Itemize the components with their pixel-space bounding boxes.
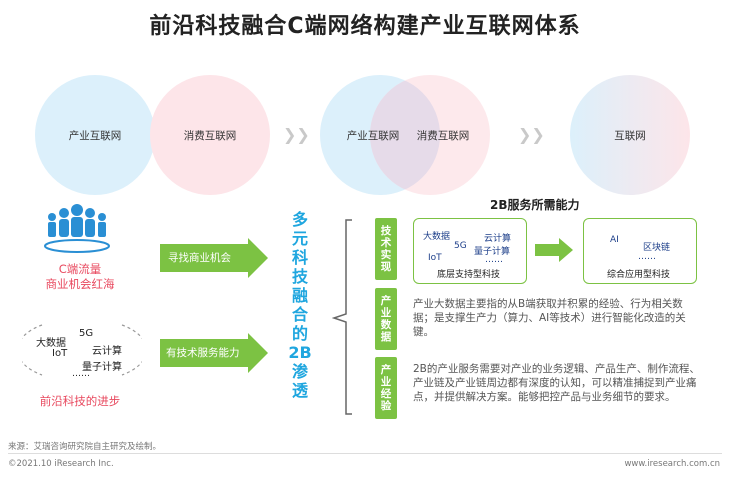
multi-char: 多: [291, 210, 308, 229]
tech-word-5g: 5G: [79, 328, 94, 339]
multi-char: 渗: [291, 362, 308, 381]
circle-consumer-internet: [150, 75, 270, 195]
box1-quantum: 量子计算: [474, 247, 511, 257]
people-group-icon: [44, 204, 110, 253]
box1-bigdata: 大数据: [423, 232, 451, 242]
tech-dashed-ellipse: [22, 324, 142, 376]
arrow-right-icon: [535, 238, 573, 262]
circle5-label: 互联网: [614, 130, 646, 142]
box1-5g: 5G: [454, 241, 467, 251]
multi-char: 科: [291, 248, 308, 267]
overlap-circles: [320, 75, 490, 195]
multi-tech-vertical-text: 多 元 科 技 融 合 的 2B 渗 透: [287, 210, 313, 400]
tech-word-bigdata: 大数据: [36, 338, 66, 349]
box2-ellipsis: ……: [638, 252, 656, 262]
box2-ai: AI: [610, 235, 619, 245]
arrow-tech-service: [160, 333, 268, 373]
box1-ellipsis: ……: [485, 255, 503, 265]
arrow-find-business: [160, 238, 268, 278]
box2-blockchain: 区块链: [643, 243, 671, 253]
bar-industry-experience: 产业经验: [375, 357, 397, 419]
tech-word-iot: IoT: [52, 348, 68, 359]
industry-experience-text: 2B的产业服务需要对产业的业务逻辑、产品生产、制作流程、产业链及产业链周边都有深…: [413, 363, 700, 403]
bracket-icon: [332, 219, 352, 415]
bar-data-label: 产业数据: [380, 295, 392, 343]
circle1-label: 产业互联网: [68, 130, 122, 142]
copyright: ©2021.10 iResearch Inc.: [8, 459, 114, 469]
bar-tech-implementation: 技术实现: [375, 218, 397, 280]
arrow1-label: 寻找商业机会: [168, 252, 231, 264]
website: www.iresearch.com.cn: [624, 459, 720, 469]
multi-char: 融: [291, 286, 308, 305]
box1-caption: 底层支持型科技: [437, 270, 501, 280]
circle4-label: 消费互联网: [416, 130, 470, 142]
tech-progress-label: 前沿科技的进步: [39, 394, 121, 408]
chevron-right-icon: ❯❯: [283, 125, 310, 144]
circle2-label: 消费互联网: [183, 130, 237, 142]
arrow2-label: 有技术服务能力: [166, 347, 240, 359]
overlap-intersection: [370, 75, 440, 195]
c-traffic-label-2: 商业机会红海: [45, 277, 115, 291]
bar-exp-label: 产业经验: [380, 364, 392, 412]
tech-word-quantum: 量子计算: [82, 362, 122, 373]
capability-title: 2B服务所需能力: [490, 198, 580, 212]
c-traffic-label-1: C端流量: [58, 262, 102, 276]
multi-char: 元: [291, 229, 308, 248]
box2-caption: 综合应用型科技: [607, 270, 671, 280]
source-note: 来源：艾瑞咨询研究院自主研究及绘制。: [8, 442, 162, 452]
tech-word-ellipsis: ……: [72, 369, 90, 379]
bar-industry-data: 产业数据: [375, 288, 397, 350]
box1-iot: IoT: [428, 253, 442, 263]
box-applied-tech: [583, 218, 697, 284]
bar-tech-label: 技术实现: [380, 225, 392, 273]
multi-char: 2B: [288, 343, 312, 362]
multi-char: 技: [291, 267, 308, 286]
footer-divider: [8, 453, 722, 454]
multi-char: 透: [291, 381, 308, 400]
circle3-label: 产业互联网: [346, 130, 400, 142]
page-title: 前沿科技融合C端网络构建产业互联网体系: [149, 14, 581, 39]
internet-circle: [570, 75, 690, 195]
chevron-right-icon-2: ❯❯: [518, 125, 545, 144]
tech-word-cloud: 云计算: [92, 346, 122, 357]
box-base-tech: [413, 218, 527, 284]
multi-char: 合: [291, 305, 308, 324]
multi-char: 的: [291, 324, 308, 343]
circle-industrial-internet: [35, 75, 155, 195]
industry-data-text: 产业大数据主要指的从B端获取并积累的经验、行为相关数据；是支撑生产力（算力、AI…: [413, 298, 686, 338]
box1-cloud: 云计算: [484, 234, 512, 244]
